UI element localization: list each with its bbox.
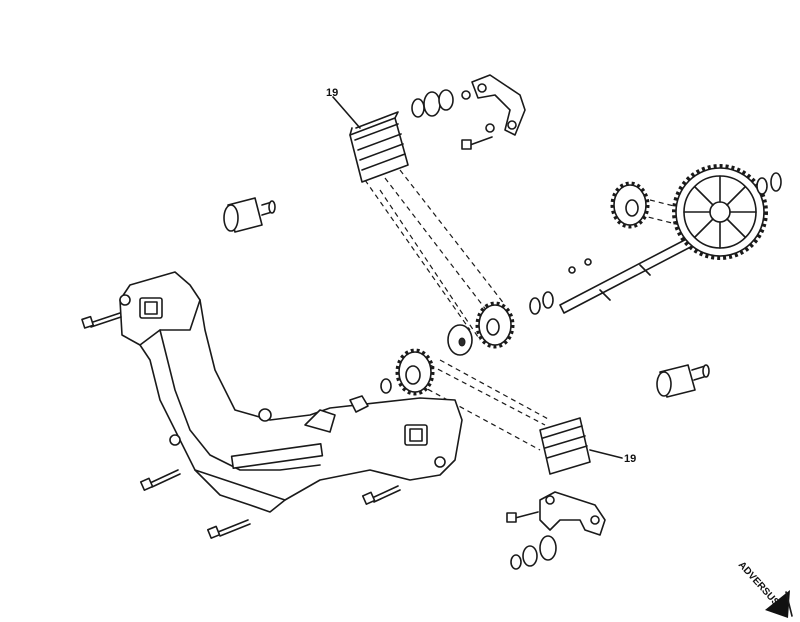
bolt [139,469,181,491]
bolts [81,136,539,539]
tensioner-top [411,74,526,136]
callout-19-bottom: 19 [624,453,636,465]
tensioner-bottom [510,491,606,570]
camshaft-assembly [529,164,782,315]
idler-roller-left [223,197,276,233]
alignment-lines [364,169,691,451]
bolt [206,519,251,539]
bolt [361,485,401,505]
bolt [506,511,539,523]
swingarm-casting [119,271,463,513]
bolt [81,312,122,329]
bolt [461,136,493,150]
logo-text: ADVERSUS [736,560,782,609]
pulleys [349,301,515,413]
timing-belt-bottom: 19 [539,417,636,475]
timing-belt-top: 19 [326,87,409,183]
idler-roller-right [656,364,710,398]
adversus-logo: ADVERSUS [736,560,793,618]
callout-19-top: 19 [326,87,338,99]
